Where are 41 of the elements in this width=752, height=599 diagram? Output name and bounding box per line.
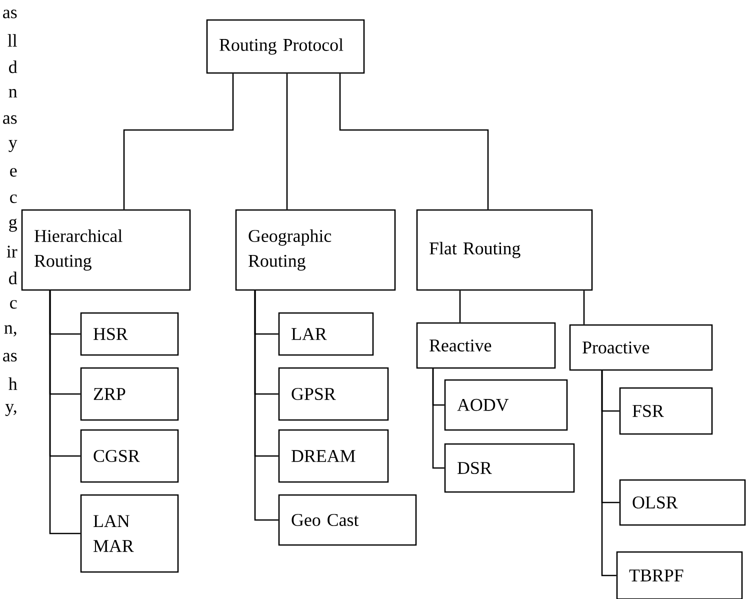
text-fragment: c (10, 300, 17, 309)
protocol-box: FSR (619, 387, 713, 435)
text-fragment: y, (5, 404, 16, 416)
root-box: Routing Protocol (206, 19, 365, 74)
protocol-box: LAR (278, 312, 374, 356)
connector-line (49, 290, 80, 534)
text-fragment: c (10, 194, 17, 204)
protocol-box: Geo Cast (278, 494, 417, 546)
category-box: Hierarchical Routing (21, 209, 191, 291)
text-fragment: n, (4, 325, 16, 336)
protocol-box: TBRPF (616, 551, 743, 599)
connector-line (601, 370, 616, 576)
text-fragment: n (8, 88, 18, 98)
protocol-box: LAN MAR (80, 494, 179, 573)
text-fragment: d (9, 60, 18, 74)
text-fragment: ll (8, 34, 17, 47)
protocol-box: DREAM (278, 429, 389, 483)
protocol-box: OLSR (619, 479, 746, 526)
text-fragment: y (8, 140, 18, 152)
protocol-box: HSR (80, 312, 179, 356)
connector-line (254, 290, 278, 521)
connector-line (339, 74, 489, 210)
connector-line (286, 74, 288, 210)
connector-line (432, 368, 444, 469)
connector-line (459, 290, 461, 322)
category-box: Geographic Routing (235, 209, 396, 291)
protocol-box: ZRP (80, 367, 179, 421)
text-fragment: as (3, 10, 17, 18)
connector-line (583, 290, 585, 324)
subcategory-box: Proactive (569, 324, 713, 371)
protocol-box: CGSR (80, 429, 179, 483)
text-fragment: e (10, 168, 17, 177)
protocol-box: DSR (444, 443, 575, 493)
text-fragment: h (8, 377, 18, 390)
connector-line (123, 74, 234, 210)
protocol-box: GPSR (278, 367, 389, 421)
subcategory-box: Reactive (416, 322, 556, 369)
text-fragment: as (3, 115, 17, 124)
category-box: Flat Routing (416, 209, 593, 291)
protocol-box: AODV (444, 379, 568, 431)
text-fragment: as (3, 352, 17, 362)
